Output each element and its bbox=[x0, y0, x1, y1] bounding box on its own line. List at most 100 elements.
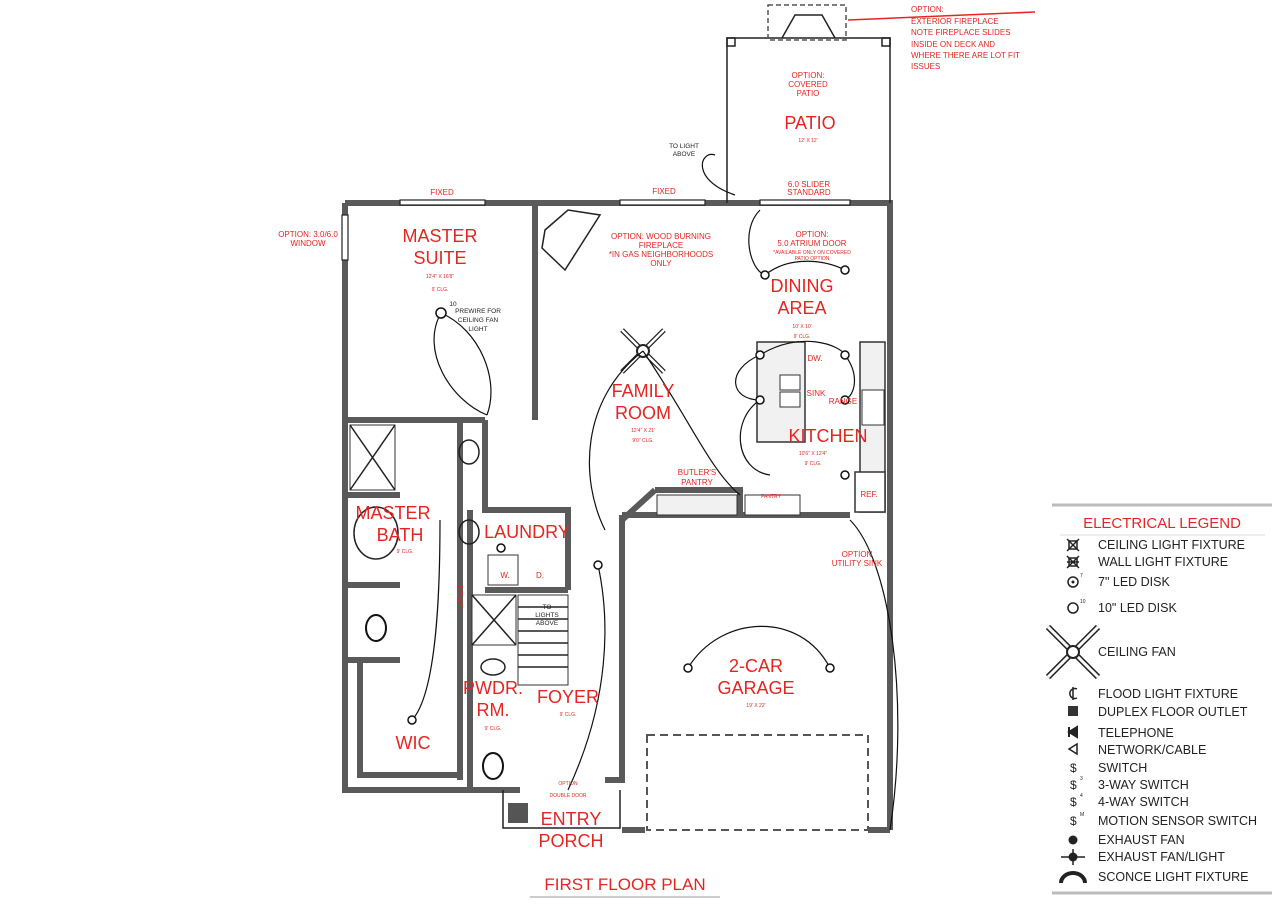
family-room-label: FAMILY bbox=[612, 381, 675, 401]
dining-area-label-2: AREA bbox=[777, 298, 826, 318]
master-bath-clg: 9' CLG. bbox=[397, 549, 414, 555]
garage-label-2: GARAGE bbox=[717, 678, 794, 698]
led-disk-7-icon: 7 bbox=[1067, 573, 1083, 588]
range-label: RANGE bbox=[829, 397, 857, 406]
legend-label: EXHAUST FAN bbox=[1098, 833, 1185, 847]
prewire-note-2: CEILING FAN bbox=[458, 317, 499, 324]
legend-item: FLOOD LIGHT FIXTURE bbox=[1069, 687, 1238, 701]
prewire-size: 10 bbox=[449, 301, 457, 308]
switch-icon: $ bbox=[1070, 761, 1077, 775]
legend-item: $ SWITCH bbox=[1070, 761, 1147, 775]
prewire-note-3: LIGHT bbox=[468, 326, 487, 333]
legend-label: CEILING FAN bbox=[1098, 645, 1176, 659]
garage-dims: 19' X 22' bbox=[746, 703, 765, 709]
led-disks bbox=[407, 265, 850, 725]
patio-dims: 12' X 12' bbox=[798, 138, 817, 144]
atrium-note-4: PATIO OPTION bbox=[795, 256, 830, 262]
master-bath-label-2: BATH bbox=[377, 525, 424, 545]
kitchen-fixtures bbox=[656, 341, 886, 516]
window-option-note: OPTION: 3.0/6.0 bbox=[278, 230, 338, 239]
legend-item: DUPLEX FLOOR OUTLET bbox=[1068, 705, 1248, 719]
ceiling-fan-icon bbox=[1045, 624, 1101, 680]
utility-sink-note-2: UTILITY SINK bbox=[832, 559, 883, 568]
room-labels: MASTER SUITE 12'4" X 16'8" 9' CLG. MASTE… bbox=[355, 71, 877, 851]
stairs bbox=[471, 554, 569, 686]
exhaust-fan-icon bbox=[1068, 835, 1078, 845]
pantry-label: PANTRY bbox=[761, 494, 781, 500]
master-bath-label: MASTER bbox=[355, 503, 430, 523]
ext-fireplace-note-3: NOTE FIREPLACE SLIDES bbox=[911, 28, 1011, 37]
legend-item: NETWORK/CABLE bbox=[1067, 742, 1206, 757]
linen-label: LINEN bbox=[456, 585, 465, 609]
family-room-clg: 9'0" CLG. bbox=[632, 438, 653, 444]
atrium-note-3: *AVAILABLE ONLY ON COVERED bbox=[773, 250, 851, 256]
legend-label: SWITCH bbox=[1098, 761, 1147, 775]
legend-label: 7" LED DISK bbox=[1098, 575, 1170, 589]
legend-item: TELEPHONE bbox=[1067, 725, 1174, 740]
family-room-label-2: ROOM bbox=[615, 403, 671, 423]
patio-outline bbox=[726, 4, 1036, 203]
ext-fireplace-note-1: OPTION: bbox=[911, 5, 944, 14]
legend-label: MOTION SENSOR SWITCH bbox=[1098, 814, 1257, 828]
legend-superscript: 3 bbox=[1080, 776, 1083, 782]
legend-label: 10" LED DISK bbox=[1098, 601, 1177, 615]
kitchen-dims: 10'6" X 12'4" bbox=[799, 451, 827, 457]
window-option-note-2: WINDOW bbox=[290, 239, 326, 248]
entry-porch-outline bbox=[502, 790, 621, 829]
patio-option-2: COVERED bbox=[788, 80, 828, 89]
to-light-above-note-2: ABOVE bbox=[673, 151, 696, 158]
legend-title: ELECTRICAL LEGEND bbox=[1083, 515, 1241, 532]
laundry-label: LAUNDRY bbox=[484, 522, 570, 542]
legend-item: SCONCE LIGHT FIXTURE bbox=[1059, 870, 1248, 884]
master-suite-clg: 9' CLG. bbox=[432, 287, 449, 293]
garage-door-outline bbox=[646, 734, 869, 831]
4-way-switch-icon: $4 bbox=[1070, 793, 1083, 809]
dining-area-dims: 10' X 10' bbox=[792, 324, 811, 330]
flood-light-icon bbox=[1069, 687, 1078, 700]
led-disk-10-icon: 10 bbox=[1067, 599, 1086, 614]
3-way-switch-icon: $3 bbox=[1070, 776, 1083, 792]
master-suite-label: MASTER bbox=[402, 226, 477, 246]
to-lights-above-note-3: ABOVE bbox=[536, 620, 559, 627]
atrium-note-1: OPTION: bbox=[796, 230, 829, 239]
legend-label: CEILING LIGHT FIXTURE bbox=[1098, 538, 1245, 552]
fireplace-note-2: FIREPLACE bbox=[639, 241, 683, 250]
foyer-label: FOYER bbox=[537, 687, 599, 707]
fixed-window-note: FIXED bbox=[430, 188, 454, 197]
legend-item: EXHAUST FAN/LIGHT bbox=[1061, 849, 1225, 865]
fireplace-note-1: OPTION: WOOD BURNING bbox=[611, 232, 711, 241]
svg-text:$: $ bbox=[1070, 761, 1077, 775]
legend-superscript: M bbox=[1080, 812, 1084, 818]
legend-label: EXHAUST FAN/LIGHT bbox=[1098, 850, 1225, 864]
master-suite-dims: 12'4" X 16'8" bbox=[426, 274, 454, 280]
bath-fixtures bbox=[349, 424, 506, 780]
network-cable-icon bbox=[1067, 742, 1078, 756]
notes: FIXED FIXED OPTION: 3.0/6.0 WINDOW OPTIO… bbox=[278, 5, 1020, 799]
telephone-icon bbox=[1067, 725, 1078, 739]
to-lights-above-note-2: LIGHTS bbox=[535, 612, 559, 619]
legend-item: CEILING FAN bbox=[1045, 624, 1176, 680]
legend-item: 10 10" LED DISK bbox=[1067, 599, 1177, 615]
fixed-window-note-2: FIXED bbox=[652, 187, 676, 196]
fireplace bbox=[541, 209, 602, 272]
sconce-light-icon bbox=[1059, 871, 1087, 884]
legend-label: 4-WAY SWITCH bbox=[1098, 795, 1189, 809]
double-door-note: OPTION bbox=[558, 781, 578, 787]
butlers-pantry-label: BUTLER'S bbox=[678, 468, 716, 477]
svg-text:$: $ bbox=[1070, 778, 1077, 792]
dryer-label: D. bbox=[536, 571, 544, 580]
kitchen-label: KITCHEN bbox=[788, 426, 867, 446]
legend-label: NETWORK/CABLE bbox=[1098, 743, 1206, 757]
svg-text:$: $ bbox=[1070, 814, 1077, 828]
legend-superscript: 4 bbox=[1080, 793, 1083, 799]
legend-label: SCONCE LIGHT FIXTURE bbox=[1098, 870, 1248, 884]
exhaust-fan-light-icon bbox=[1061, 849, 1085, 865]
legend-item: EXHAUST FAN bbox=[1068, 833, 1185, 847]
legend-superscript: 10 bbox=[1080, 599, 1086, 605]
legend-label: 3-WAY SWITCH bbox=[1098, 778, 1189, 792]
pwdr-clg: 9' CLG. bbox=[485, 726, 502, 732]
fireplace-note-4: ONLY bbox=[650, 259, 672, 268]
legend-item: $M MOTION SENSOR SWITCH bbox=[1070, 812, 1257, 828]
legend-label: WALL LIGHT FIXTURE bbox=[1098, 555, 1228, 569]
